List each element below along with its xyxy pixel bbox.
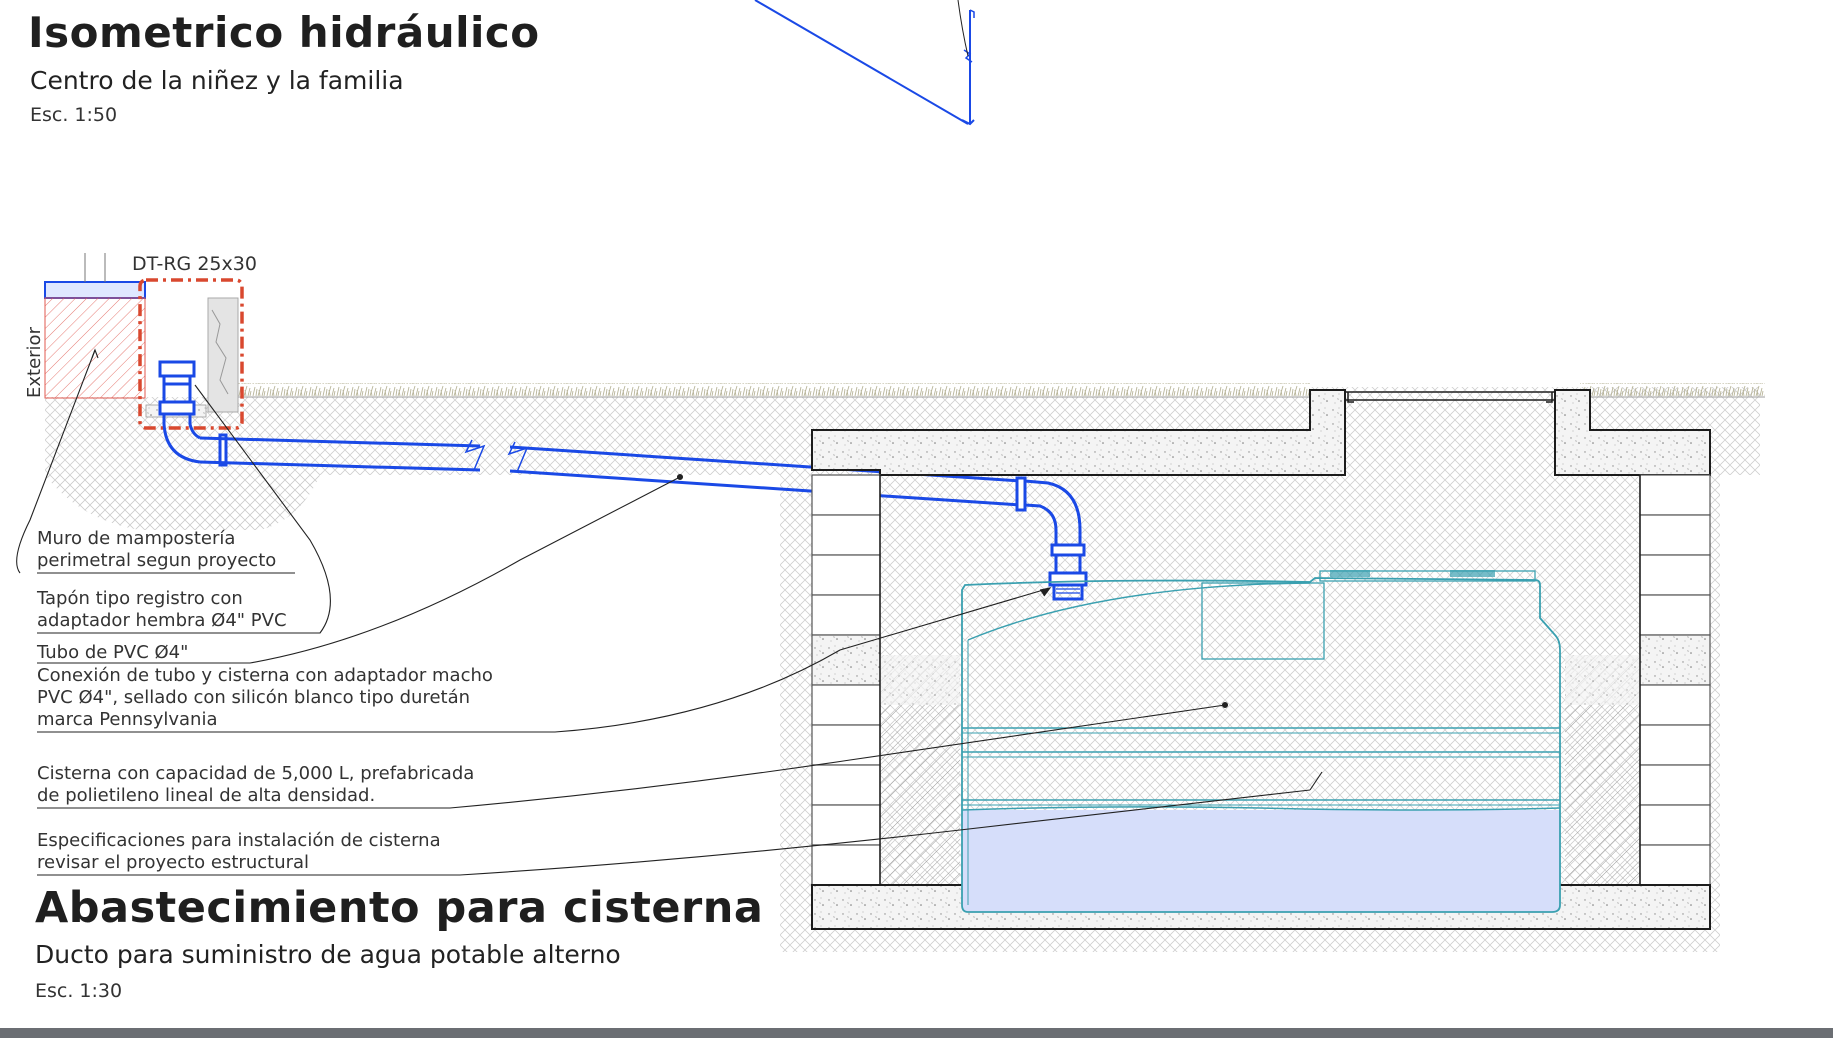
isometric-fragment — [754, 0, 975, 126]
cistern-tank — [961, 570, 1561, 913]
registro-label: DT-RG 25x30 — [132, 253, 257, 275]
note-especificaciones: Especificaciones para instalación de cis… — [37, 830, 446, 873]
section-title: Abastecimiento para cisterna — [35, 883, 764, 933]
section-scale: Esc. 1:30 — [35, 980, 123, 1002]
registro-box: DT-RG 25x30 — [132, 253, 257, 430]
notes: Muro de mampostería perimetral segun pro… — [36, 528, 499, 873]
note-cisterna: Cisterna con capacidad de 5,000 L, prefa… — [37, 763, 480, 806]
note-tubo: Tubo de PVC Ø4" — [36, 642, 188, 663]
leader-lines — [16, 348, 1323, 876]
perimeter-wall: Exterior — [24, 253, 146, 399]
section-subtitle: Ducto para suministro de agua potable al… — [35, 940, 621, 969]
page-title: Isometrico hidráulico — [28, 8, 540, 57]
note-muro: Muro de mampostería perimetral segun pro… — [37, 528, 276, 571]
exterior-label: Exterior — [24, 326, 45, 398]
page-subtitle: Centro de la niñez y la familia — [30, 66, 404, 95]
sheet-bottom-bar — [0, 1028, 1833, 1038]
page-scale: Esc. 1:50 — [30, 104, 118, 126]
note-tapon: Tapón tipo registro con adaptador hembra… — [36, 588, 287, 631]
note-conexion: Conexión de tubo y cisterna con adaptado… — [37, 665, 499, 730]
